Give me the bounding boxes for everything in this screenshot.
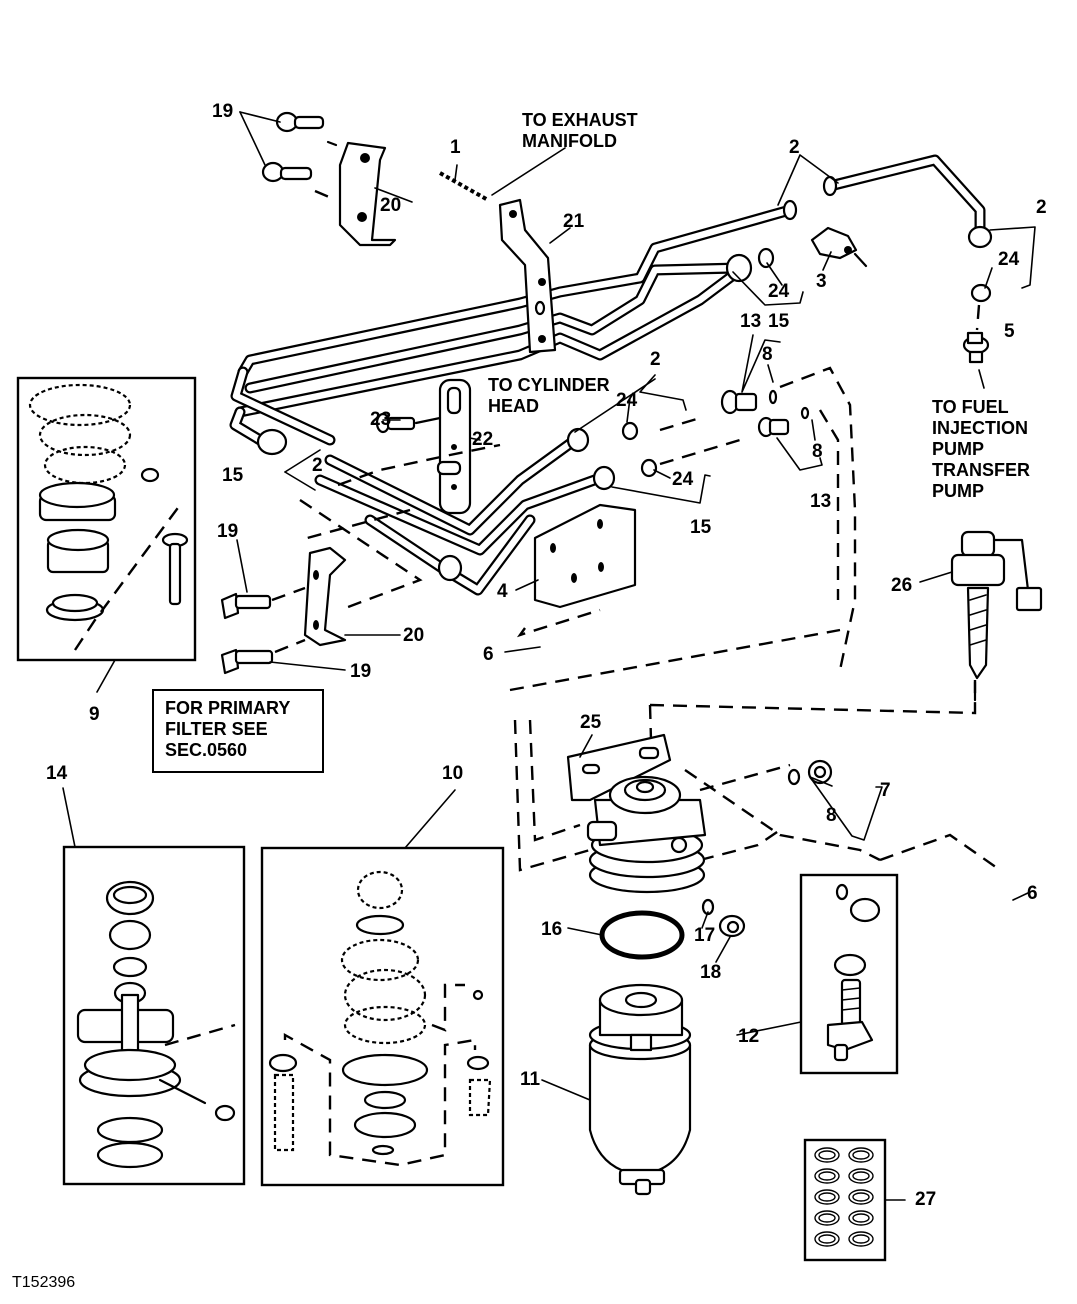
kit-9 (16, 376, 197, 662)
callout-27: 27 (915, 1189, 937, 1210)
clamp (810, 226, 868, 268)
callout-19: 19 (212, 101, 234, 122)
callout-23: 23 (370, 409, 392, 430)
callout-24: 24 (672, 469, 694, 490)
callout-8: 8 (826, 805, 837, 826)
leader-lines (62, 111, 1036, 1201)
o-ring-icon (852, 1192, 870, 1202)
plate-4 (533, 503, 637, 609)
fittings-13 (720, 389, 810, 438)
callout-19: 19 (350, 661, 372, 682)
filter-head (566, 733, 707, 894)
bracket-20-top (338, 141, 397, 247)
callout-15: 15 (768, 311, 790, 332)
o-ring-icon (818, 1171, 836, 1181)
callout-8: 8 (812, 441, 823, 462)
callout-4: 4 (497, 581, 508, 602)
plug-18 (701, 898, 746, 938)
o-ring-icon (848, 1231, 874, 1247)
callout-15: 15 (222, 465, 244, 486)
fuel-line-tubes (229, 154, 986, 596)
callout-19: 19 (217, 521, 239, 542)
callout-17: 17 (694, 925, 716, 946)
callout-13: 13 (810, 491, 832, 512)
callout-26: 26 (891, 575, 913, 596)
o-ring-icon (814, 1147, 840, 1163)
callout-6: 6 (1027, 883, 1038, 904)
callout-24: 24 (998, 249, 1020, 270)
callout-24: 24 (616, 390, 638, 411)
callout-6: 6 (483, 644, 494, 665)
fitting-5 (962, 304, 990, 389)
o-ring-icon (814, 1231, 840, 1247)
filter-element-11 (588, 983, 692, 1196)
o-ring-icon (852, 1234, 870, 1244)
callout-25: 25 (580, 712, 602, 733)
o-ring-icon (852, 1171, 870, 1181)
o-ring-icon (852, 1213, 870, 1223)
callout-15: 15 (690, 517, 712, 538)
screws-19-top (261, 111, 338, 202)
primary-filter-note-box (152, 689, 324, 773)
kit-12 (799, 873, 899, 1075)
callout-2: 2 (789, 137, 800, 158)
o-ring-icon (814, 1168, 840, 1184)
o-ring-kit-27 (803, 1138, 887, 1262)
callout-22: 22 (472, 429, 494, 450)
callout-7: 7 (880, 780, 891, 801)
callout-18: 18 (700, 962, 722, 983)
callout-5: 5 (1004, 321, 1015, 342)
note-cylinder-head: TO CYLINDER HEAD (488, 375, 610, 416)
fitting-7 (787, 759, 833, 786)
bracket-20-lower (220, 546, 347, 675)
callout-8: 8 (762, 344, 773, 365)
o-ring-icon (818, 1192, 836, 1202)
callout-20: 20 (403, 625, 425, 646)
o-ring-icon (814, 1210, 840, 1226)
note-primary-filter: FOR PRIMARY FILTER SEE SEC.0560 (165, 698, 291, 760)
callout-2: 2 (650, 349, 661, 370)
o-ring-icon (814, 1189, 840, 1205)
callout-16: 16 (541, 919, 563, 940)
spring-pin (439, 171, 489, 202)
callout-2: 2 (312, 455, 323, 476)
callout-2: 2 (1036, 197, 1047, 218)
tube-nuts (256, 175, 993, 582)
callout-3: 3 (816, 271, 827, 292)
callout-1: 1 (450, 137, 461, 158)
sleeves (621, 247, 992, 478)
callout-10: 10 (442, 763, 464, 784)
kit-10 (260, 846, 505, 1187)
sensor-26 (950, 530, 1043, 702)
assembly-guide-lines (299, 366, 1001, 872)
callout-12: 12 (738, 1026, 760, 1047)
o-ring-icon (818, 1213, 836, 1223)
callout-11: 11 (520, 1069, 541, 1090)
o-ring-icon (818, 1234, 836, 1244)
o-ring-16 (599, 910, 685, 960)
figure-id: T152396 (12, 1274, 76, 1291)
callout-13: 13 (740, 311, 762, 332)
o-ring-icon (848, 1210, 874, 1226)
o-ring-icon (818, 1150, 836, 1160)
o-ring-icon (848, 1189, 874, 1205)
note-fuel-injection-pump: TO FUEL INJECTION PUMP TRANSFER PUMP (932, 397, 1030, 501)
note-exhaust-manifold: TO EXHAUST MANIFOLD (522, 110, 638, 151)
callout-9: 9 (89, 704, 100, 725)
bracket-21 (498, 198, 557, 354)
callout-20: 20 (380, 195, 402, 216)
callout-24: 24 (768, 281, 790, 302)
o-ring-icon (852, 1150, 870, 1160)
callout-14: 14 (46, 763, 68, 784)
callout-21: 21 (563, 211, 585, 232)
o-ring-icon (848, 1147, 874, 1163)
o-ring-icon (848, 1168, 874, 1184)
kit-14 (62, 845, 246, 1186)
